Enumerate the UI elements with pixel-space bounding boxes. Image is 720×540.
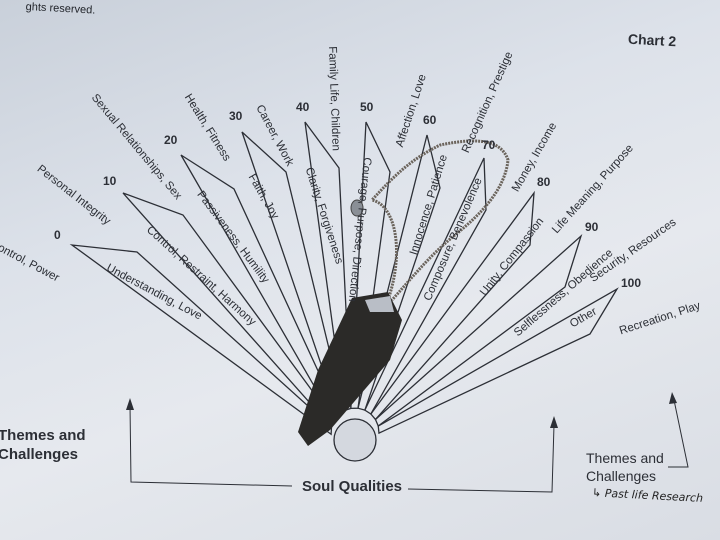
right-themes-line2: Challenges xyxy=(586,468,657,484)
pendulum-cap xyxy=(365,296,394,312)
right-themes-line1: Themes and xyxy=(586,450,664,466)
scale-number-0: 0 xyxy=(54,228,61,242)
petal-60 xyxy=(357,134,441,411)
chain-bead xyxy=(350,199,364,217)
scale-number-70: 70 xyxy=(482,138,496,152)
petal-80 xyxy=(370,190,535,421)
left-themes-line1: Themes and xyxy=(0,427,86,444)
pendulum-crystal xyxy=(298,292,402,446)
sun-circle xyxy=(333,418,377,462)
petal-90 xyxy=(374,233,583,428)
petal-50 xyxy=(350,121,391,410)
soul-qualities-label: Soul Qualities xyxy=(302,478,403,495)
far-right-bracket-line xyxy=(668,399,689,468)
right-themes-label: Themes and Challenges xyxy=(586,449,664,485)
scale-number-30: 30 xyxy=(229,109,243,123)
petal-70 xyxy=(364,157,487,415)
petal-0 xyxy=(69,244,333,436)
right-bracket-line xyxy=(407,424,555,493)
scale-number-90: 90 xyxy=(585,220,599,234)
scale-number-60: 60 xyxy=(423,113,437,127)
far-right-arrow-up-icon xyxy=(669,392,677,404)
left-bracket-line xyxy=(129,404,293,487)
pendulum-chain xyxy=(369,139,510,302)
left-arrow-up-icon xyxy=(126,398,134,410)
scale-number-40: 40 xyxy=(296,100,310,114)
left-themes-label: Themes and Challenges xyxy=(0,426,86,464)
left-themes-line2: Challenges xyxy=(0,446,79,463)
scale-number-100: 100 xyxy=(621,276,642,290)
scale-number-50: 50 xyxy=(360,100,374,114)
right-arrow-up-icon xyxy=(550,416,558,428)
petal-100 xyxy=(377,287,619,435)
scale-number-20: 20 xyxy=(164,133,178,147)
scale-number-10: 10 xyxy=(103,174,117,188)
scale-number-80: 80 xyxy=(537,175,551,189)
petal-40 xyxy=(304,121,352,412)
